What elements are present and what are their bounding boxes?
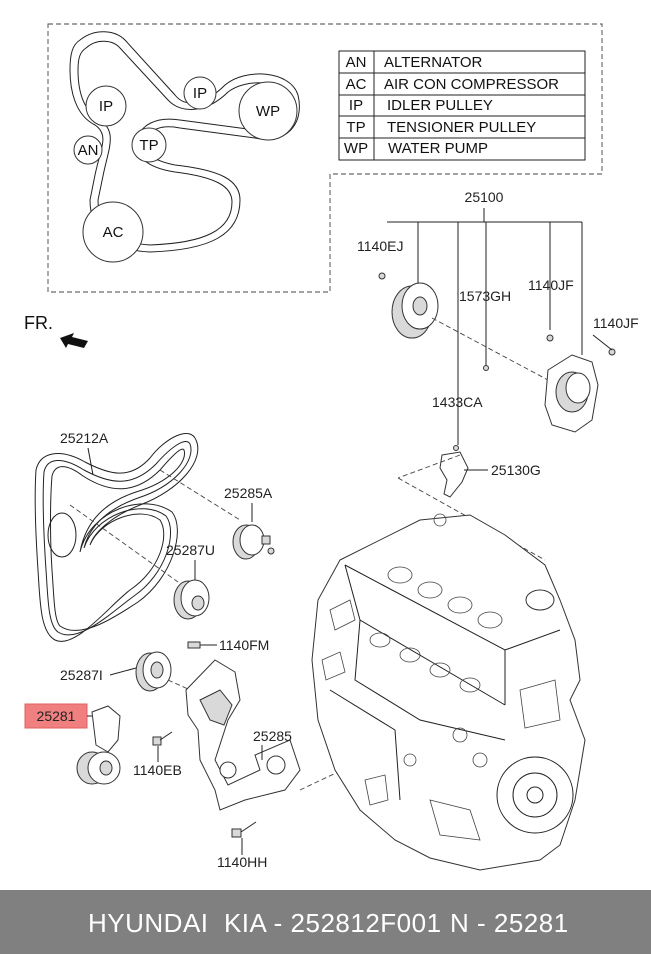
legend-name-wp: WATER PUMP — [388, 140, 488, 157]
label-25285A: 25285A — [224, 485, 273, 501]
footer-bar: HYUNDAI KIA - 252812F001 N - 25281 — [0, 890, 651, 954]
tensioner-25281: 25281 — [24, 703, 121, 785]
svg-text:FR.: FR. — [24, 313, 53, 333]
label-1140EJ: 1140EJ — [357, 238, 403, 254]
label-1140FM: 1140FM — [219, 637, 269, 653]
svg-text:IP: IP — [99, 98, 113, 115]
idler-pulley-25285A: 25285A — [224, 485, 275, 560]
pin-1573GH — [483, 365, 489, 371]
water-pump-pulley — [391, 282, 439, 339]
legend-name-ac: AIR CON COMPRESSOR — [384, 76, 559, 93]
label-1140EB: 1140EB — [133, 762, 182, 778]
svg-text:WP: WP — [256, 103, 280, 120]
label-25287I: 25287I — [60, 667, 103, 683]
bolt-1140EB — [152, 731, 173, 746]
label-1573GH: 1573GH — [459, 288, 511, 304]
label-1140JF-b: 1140JF — [593, 315, 639, 331]
pulley-wp: WP — [238, 81, 298, 141]
svg-text:AC: AC — [103, 224, 124, 241]
pulley-ip-top: IP — [183, 76, 217, 110]
pulley-tp: TP — [131, 127, 167, 163]
label-25287U: 25287U — [166, 542, 215, 558]
water-pump-assembly: 25100 1140EJ 1573GH 1140JF 1140JF 1433CA… — [357, 189, 639, 561]
front-arrow-icon — [60, 333, 88, 348]
legend-code-tp: TP — [346, 119, 365, 136]
bolt-1140HH — [231, 821, 257, 838]
legend-code-ip: IP — [349, 97, 363, 114]
gasket-25130G — [439, 445, 469, 498]
legend-code-an: AN — [346, 54, 367, 71]
belt-routing-inset: IP IP WP TP AN AC AN — [47, 23, 603, 293]
legend-name-an: ALTERNATOR — [384, 54, 483, 71]
svg-text:TP: TP — [139, 137, 158, 154]
label-25285: 25285 — [253, 728, 292, 744]
svg-text:AN: AN — [78, 142, 99, 159]
pulley-ac: AC — [82, 201, 144, 263]
bracket-assembly: 1140FM 25285 1140EB 1140HH — [133, 637, 396, 870]
label-1140HH: 1140HH — [217, 854, 267, 870]
label-25281: 25281 — [37, 708, 76, 724]
label-25130G: 25130G — [491, 462, 541, 478]
legend-name-ip: IDLER PULLEY — [387, 97, 493, 114]
legend-name-tp: TENSIONER PULLEY — [387, 119, 536, 136]
svg-text:IP: IP — [193, 85, 207, 102]
legend-code-wp: WP — [344, 140, 368, 157]
engine-block — [311, 513, 586, 871]
idler-pulley-25287U: 25287U — [166, 542, 215, 620]
footer-short-number: N - 25281 — [450, 908, 569, 938]
water-pump-body — [544, 354, 599, 433]
drive-belt-25212A: 25212A — [34, 430, 241, 642]
pulley-an: AN — [73, 135, 103, 165]
legend-table: AN ALTERNATOR AC AIR CON COMPRESSOR IP I… — [338, 50, 586, 161]
label-25212A: 25212A — [60, 430, 109, 446]
pulley-ip-left: IP — [85, 85, 127, 127]
tensioner-pulley-25287I: 25287I — [60, 651, 209, 699]
bolt-1140EJ — [378, 272, 386, 280]
belt-routing-path — [69, 31, 300, 253]
highlight-25281 — [24, 703, 88, 729]
legend-code-ac: AC — [346, 76, 367, 93]
bolt-1140JF-b — [608, 348, 616, 356]
label-25100: 25100 — [465, 189, 504, 205]
label-1433CA: 1433CA — [432, 394, 483, 410]
bolt-1140JF-a — [546, 334, 554, 342]
footer-brand-part-number: HYUNDAI KIA - 252812F001 — [88, 908, 442, 938]
front-marker: FR. — [24, 313, 88, 348]
label-1140JF-a: 1140JF — [528, 277, 574, 293]
parts-diagram: IP IP WP TP AN AC AN — [24, 23, 639, 871]
